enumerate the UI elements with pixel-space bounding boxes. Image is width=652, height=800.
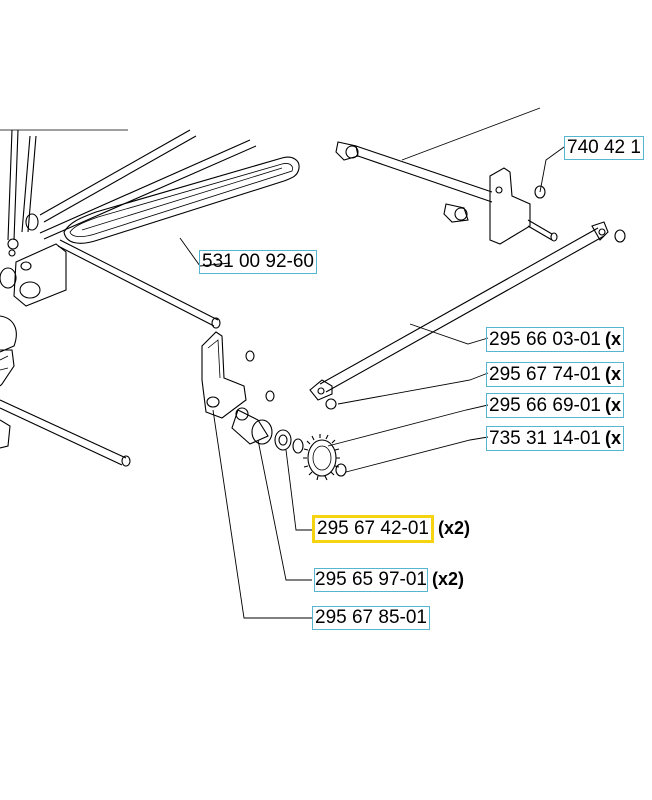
part-quantity: (x2): [432, 569, 465, 589]
part-quantity: (x2): [438, 518, 471, 538]
part-label-735-31-14-01[interactable]: 735 31 14-01(x: [486, 426, 625, 451]
part-label-295-65-97-01[interactable]: 295 65 97-01(x2): [312, 568, 466, 592]
part-number-highlighted: 295 67 42-01: [312, 515, 434, 543]
main-cross-rod: [57, 239, 221, 329]
part-number: 740 42 1: [567, 137, 641, 158]
part-number: 295 66 03-01: [489, 329, 601, 350]
part-label-295-67-85-01[interactable]: 295 67 85-01: [312, 606, 430, 630]
lower-left-rod: [0, 399, 131, 467]
shaft-assembly: [231, 407, 347, 481]
part-label-295-66-03-01[interactable]: 295 66 03-01(x: [486, 327, 625, 352]
part-number: 735 31 14-01: [489, 428, 601, 449]
drive-belt: [63, 156, 300, 244]
right-upper-parts: [335, 107, 558, 245]
right-long-rod: [309, 221, 626, 410]
part-quantity: (x: [605, 395, 622, 415]
part-quantity: (x: [605, 329, 622, 349]
left-bracket: [0, 238, 67, 449]
part-label-740-42-1[interactable]: 740 42 1: [564, 136, 644, 160]
upper-left-rods: [0, 129, 257, 241]
part-quantity: (x: [605, 364, 622, 384]
part-number: 295 66 69-01: [489, 395, 601, 416]
part-number: 295 67 74-01: [489, 364, 601, 385]
part-label-531-00-92-60[interactable]: 531 00 92-60: [199, 250, 317, 274]
part-number: 295 67 85-01: [315, 607, 427, 628]
leader-lines: [179, 146, 565, 619]
part-label-295-66-69-01[interactable]: 295 66 69-01(x: [486, 393, 625, 418]
center-bracket: [201, 331, 275, 419]
part-label-295-67-42-01[interactable]: 295 67 42-01(x2): [310, 515, 472, 543]
part-label-295-67-74-01[interactable]: 295 67 74-01(x: [486, 362, 625, 387]
part-number: 531 00 92-60: [202, 251, 314, 272]
part-quantity: (x: [605, 428, 622, 448]
part-number: 295 65 97-01: [314, 568, 428, 592]
